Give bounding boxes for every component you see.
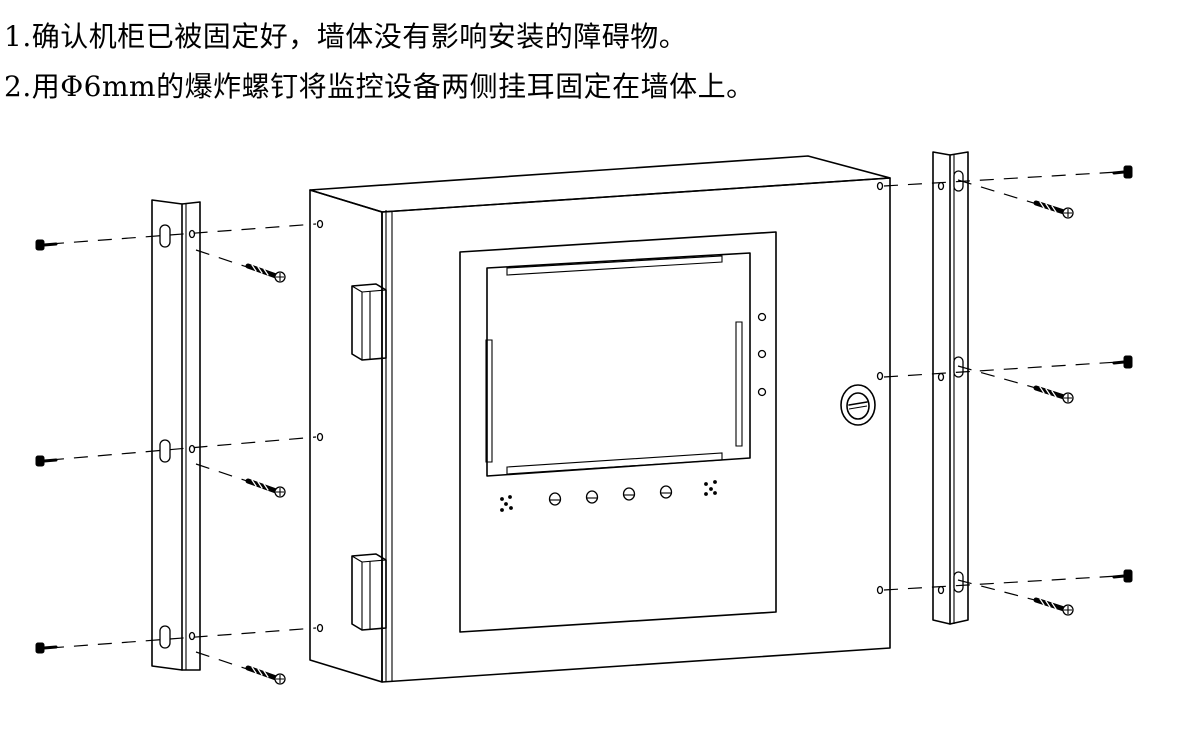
monitoring-cabinet <box>309 155 891 683</box>
indicator-lamp <box>757 387 767 397</box>
cabinet-front-door <box>381 177 891 683</box>
screw-icon <box>35 455 58 467</box>
right-expansion-screws <box>1033 200 1074 616</box>
speaker-grill-right <box>704 480 717 496</box>
right-bracket-screws <box>1112 165 1133 583</box>
expansion-screw-icon <box>1033 597 1074 616</box>
display-panel <box>486 252 751 477</box>
window-frame <box>459 231 777 633</box>
control-buttons <box>548 485 673 506</box>
instruction-step-2: 2.用Φ6mm的爆炸螺钉将监控设备两侧挂耳固定在墙体上。 <box>4 70 755 103</box>
alignment-lines <box>49 171 1119 675</box>
right-mounting-ear <box>932 151 969 625</box>
expansion-screw-icon <box>245 665 286 685</box>
left-expansion-screws <box>245 263 286 685</box>
door-lock-icon <box>840 384 876 426</box>
indicator-lamp <box>757 349 767 359</box>
indicator-lamp <box>757 312 767 322</box>
screw-icon <box>35 239 58 251</box>
expansion-screw-icon <box>1033 385 1074 404</box>
screw-icon <box>1112 569 1133 583</box>
upper-hinge <box>351 283 387 361</box>
instruction-list: 1.确认机柜已被固定好，墙体没有影响安装的障碍物。 2.用Φ6mm的爆炸螺钉将监… <box>4 12 755 112</box>
screw-icon <box>1112 355 1133 369</box>
screw-icon <box>1112 165 1133 179</box>
instruction-step-1: 1.确认机柜已被固定好，墙体没有影响安装的障碍物。 <box>4 20 688 53</box>
left-mounting-ear <box>151 199 201 671</box>
speaker-grill-left <box>500 495 513 512</box>
expansion-screw-icon <box>245 478 286 498</box>
lower-hinge <box>351 553 387 631</box>
screw-icon <box>35 642 58 654</box>
expansion-screw-icon <box>245 263 286 283</box>
expansion-screw-icon <box>1033 200 1074 219</box>
left-bracket-screws <box>35 239 58 654</box>
